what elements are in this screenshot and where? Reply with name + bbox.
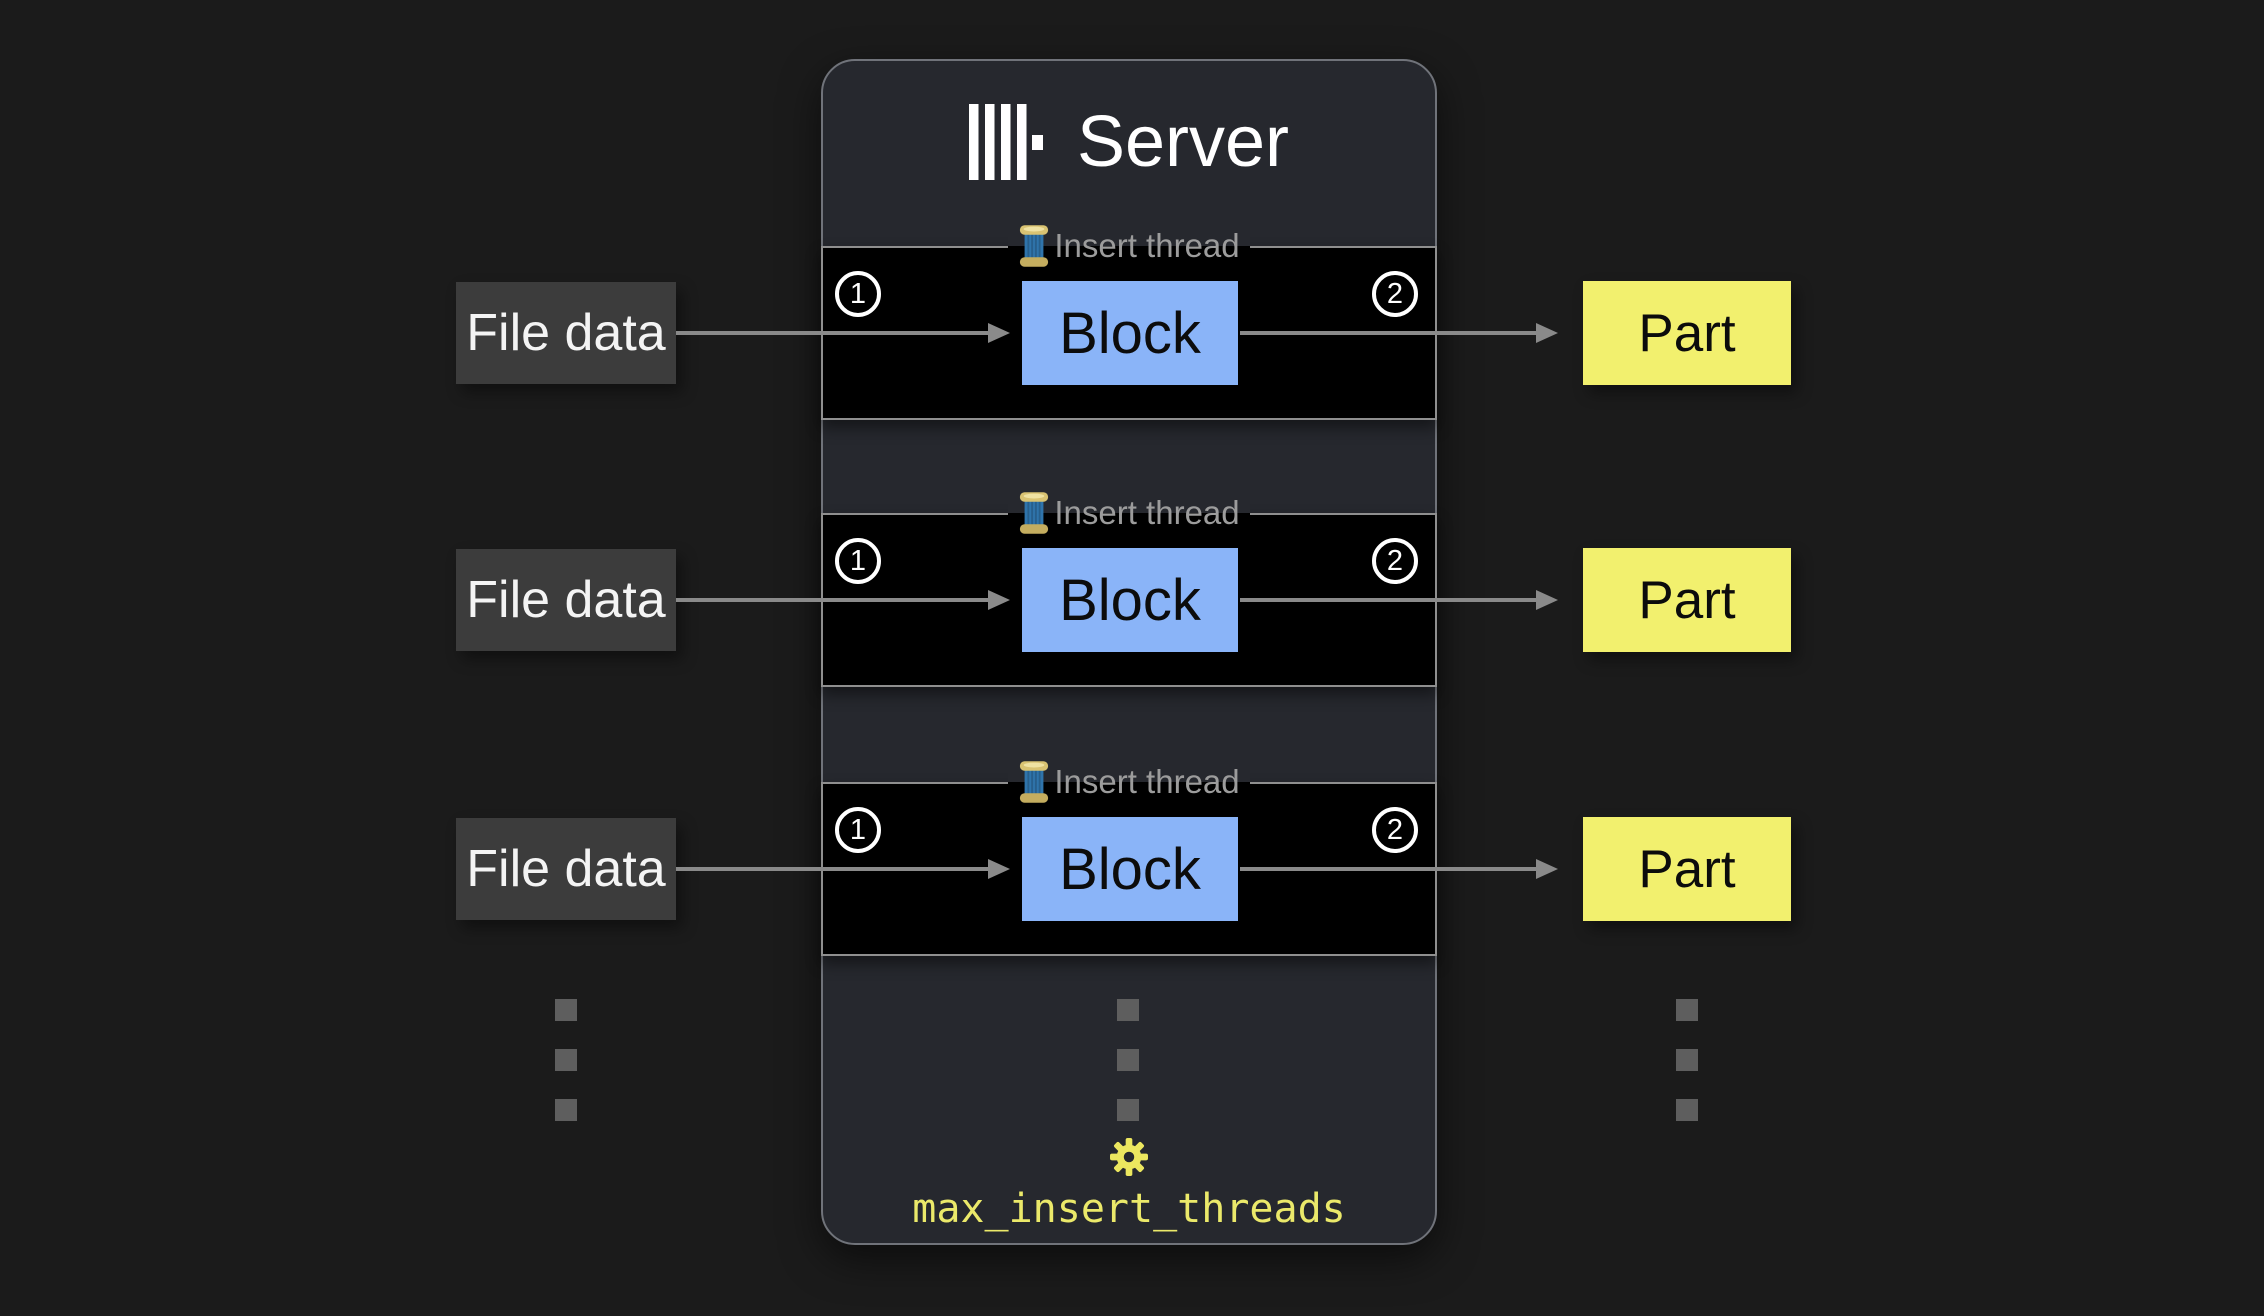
arrow-block-to-part xyxy=(1240,331,1536,335)
arrowhead-icon xyxy=(1536,859,1558,879)
step-2-badge: 2 xyxy=(1372,271,1418,317)
part-box: Part xyxy=(1583,817,1791,921)
clickhouse-logo-icon xyxy=(968,104,1043,180)
file-data-box: File data xyxy=(456,818,676,920)
setting-name: max_insert_threads xyxy=(912,1186,1346,1232)
thread-spool-icon xyxy=(1020,225,1049,267)
gear-icon xyxy=(1110,1138,1148,1176)
arrowhead-icon xyxy=(988,590,1010,610)
arrowhead-icon xyxy=(1536,323,1558,343)
insert-thread-legend: Insert thread xyxy=(821,758,1437,806)
part-box: Part xyxy=(1583,281,1791,385)
part-box: Part xyxy=(1583,548,1791,652)
step-1-badge: 1 xyxy=(835,807,881,853)
step-2-badge: 2 xyxy=(1372,807,1418,853)
insert-thread-legend: Insert thread xyxy=(821,489,1437,537)
arrow-block-to-part xyxy=(1240,598,1536,602)
block-box: Block xyxy=(1022,281,1238,385)
ellipsis-threads xyxy=(1117,999,1139,1121)
insert-thread-label: Insert thread xyxy=(1054,227,1240,264)
ellipsis-dot xyxy=(555,1099,577,1121)
arrow-file-to-block xyxy=(676,598,988,602)
file-data-box: File data xyxy=(456,549,676,651)
ellipsis-dot xyxy=(1676,1049,1698,1071)
block-box: Block xyxy=(1022,817,1238,921)
step-1-badge: 1 xyxy=(835,538,881,584)
ellipsis-dot xyxy=(1117,1099,1139,1121)
server-header: Server xyxy=(821,96,1437,188)
arrowhead-icon xyxy=(988,323,1010,343)
setting-gear xyxy=(821,1138,1437,1176)
arrow-file-to-block xyxy=(676,331,988,335)
arrow-block-to-part xyxy=(1240,867,1536,871)
ellipsis-file-data xyxy=(555,999,577,1121)
step-1-badge: 1 xyxy=(835,271,881,317)
ellipsis-parts xyxy=(1676,999,1698,1121)
file-data-box: File data xyxy=(456,282,676,384)
ellipsis-dot xyxy=(1117,999,1139,1021)
ellipsis-dot xyxy=(555,1049,577,1071)
ellipsis-dot xyxy=(1676,999,1698,1021)
insert-thread-label: Insert thread xyxy=(1054,494,1240,531)
ellipsis-dot xyxy=(1117,1049,1139,1071)
insert-thread-legend: Insert thread xyxy=(821,222,1437,270)
ellipsis-dot xyxy=(555,999,577,1021)
ellipsis-dot xyxy=(1676,1099,1698,1121)
insert-thread-label: Insert thread xyxy=(1054,763,1240,800)
arrow-file-to-block xyxy=(676,867,988,871)
block-box: Block xyxy=(1022,548,1238,652)
arrowhead-icon xyxy=(1536,590,1558,610)
thread-spool-icon xyxy=(1020,761,1049,803)
step-2-badge: 2 xyxy=(1372,538,1418,584)
server-title: Server xyxy=(1076,102,1290,182)
thread-spool-icon xyxy=(1020,492,1049,534)
arrowhead-icon xyxy=(988,859,1010,879)
